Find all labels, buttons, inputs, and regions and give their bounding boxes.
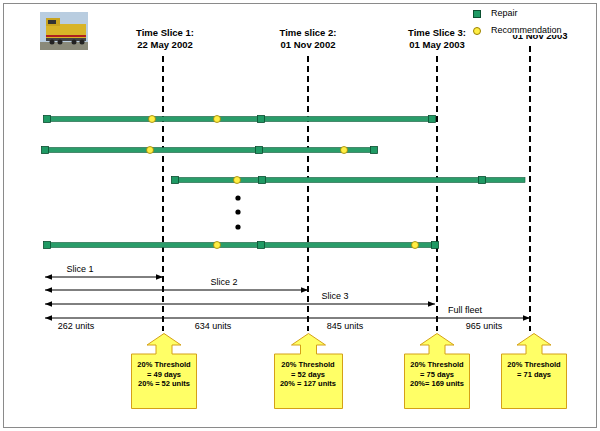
threshold-text: 20%= 169 units <box>409 379 465 389</box>
threshold-callout: 20% Threshold= 75 days20%= 169 units <box>404 333 470 409</box>
ellipsis-dot <box>235 195 240 200</box>
span-arrow <box>45 277 163 278</box>
unit-bars <box>45 117 525 248</box>
recommendation-marks <box>147 116 419 249</box>
recommendation-mark <box>214 242 221 249</box>
frame-border <box>4 4 597 428</box>
unit-count: 262 units <box>57 321 96 331</box>
locomotive-picture <box>40 12 88 50</box>
locomotive-cab <box>46 18 60 26</box>
callout-shape <box>274 334 342 409</box>
recommendation-mark <box>341 147 348 154</box>
unit-count: 845 units <box>326 321 365 331</box>
unit-bar <box>175 178 525 183</box>
repair-mark <box>259 177 266 184</box>
repair-mark <box>44 116 51 123</box>
legend-swatch <box>473 27 481 35</box>
slice-name: Slice 3 <box>320 291 349 301</box>
legend-text: Recommendation <box>490 25 563 35</box>
recommendation-mark <box>214 116 221 123</box>
threshold-text: 20% = 52 units <box>136 379 192 389</box>
slice-date: 01 Nov 2002 <box>280 40 337 51</box>
threshold-text: = 49 days <box>136 370 192 380</box>
repair-mark <box>42 147 49 154</box>
unit-count: 965 units <box>465 321 504 331</box>
threshold-text: 20% Threshold <box>506 360 562 370</box>
span-arrow <box>45 304 435 305</box>
cab-window <box>48 20 56 24</box>
unit-bar <box>45 148 374 153</box>
wheel <box>50 40 55 45</box>
repair-mark <box>432 242 439 249</box>
repair-mark <box>256 147 263 154</box>
slice-heading: Time Slice 1: <box>135 28 195 39</box>
repair-mark <box>172 177 179 184</box>
repair-mark <box>258 116 265 123</box>
threshold-text: = 71 days <box>506 370 562 380</box>
callout-shape <box>405 334 470 409</box>
legend-swatch <box>473 10 481 18</box>
slice-name: Full fleet <box>447 305 483 315</box>
time-slice-lines <box>163 46 530 331</box>
repair-mark <box>371 147 378 154</box>
slice-heading: Time slice 2: <box>279 28 338 39</box>
unit-bar <box>47 243 435 248</box>
repair-mark <box>258 242 265 249</box>
picture-sky <box>40 12 88 50</box>
slice-date: 22 May 2002 <box>136 40 193 51</box>
slice-name: Slice 2 <box>209 277 238 287</box>
threshold-text: 20% Threshold <box>136 360 192 370</box>
locomotive-stripe <box>46 35 86 37</box>
span-arrow <box>45 290 308 291</box>
ellipsis-dots <box>235 195 240 229</box>
slice-name: Slice 1 <box>65 264 94 274</box>
ellipsis-dot <box>235 209 240 214</box>
callout-shape <box>132 334 197 409</box>
recommendation-mark <box>147 147 154 154</box>
unit-bar <box>47 117 432 122</box>
locomotive-body <box>46 24 86 38</box>
wheel <box>72 40 77 45</box>
ellipsis-dot <box>235 224 240 229</box>
threshold-callout: 20% Threshold= 52 days20% = 127 units <box>274 333 343 409</box>
threshold-callout: 20% Threshold= 71 days <box>501 333 567 409</box>
threshold-text: 20% Threshold <box>409 360 465 370</box>
slice-heading: Time Slice 3: <box>407 28 467 39</box>
repair-mark <box>479 177 486 184</box>
dashed-line <box>529 46 531 331</box>
threshold-text: 20% Threshold <box>279 360 338 370</box>
slice-span-arrows <box>45 277 530 318</box>
repair-mark <box>44 242 51 249</box>
unit-count: 634 units <box>194 321 233 331</box>
recommendation-mark <box>234 177 241 184</box>
repair-marks <box>42 116 486 249</box>
wheel <box>58 40 63 45</box>
legend-text: Repair <box>490 8 519 18</box>
callout-shape <box>502 334 567 409</box>
threshold-callout: 20% Threshold= 49 days20% = 52 units <box>131 333 197 409</box>
slice-date: 01 May 2003 <box>408 40 465 51</box>
threshold-text: = 52 days <box>279 370 338 380</box>
span-arrow <box>45 318 530 319</box>
threshold-text: 20% = 127 units <box>279 379 338 389</box>
wheel <box>80 40 85 45</box>
recommendation-mark <box>149 116 156 123</box>
threshold-text: = 75 days <box>409 370 465 380</box>
recommendation-mark <box>412 242 419 249</box>
dashed-line <box>436 56 438 331</box>
repair-mark <box>429 116 436 123</box>
